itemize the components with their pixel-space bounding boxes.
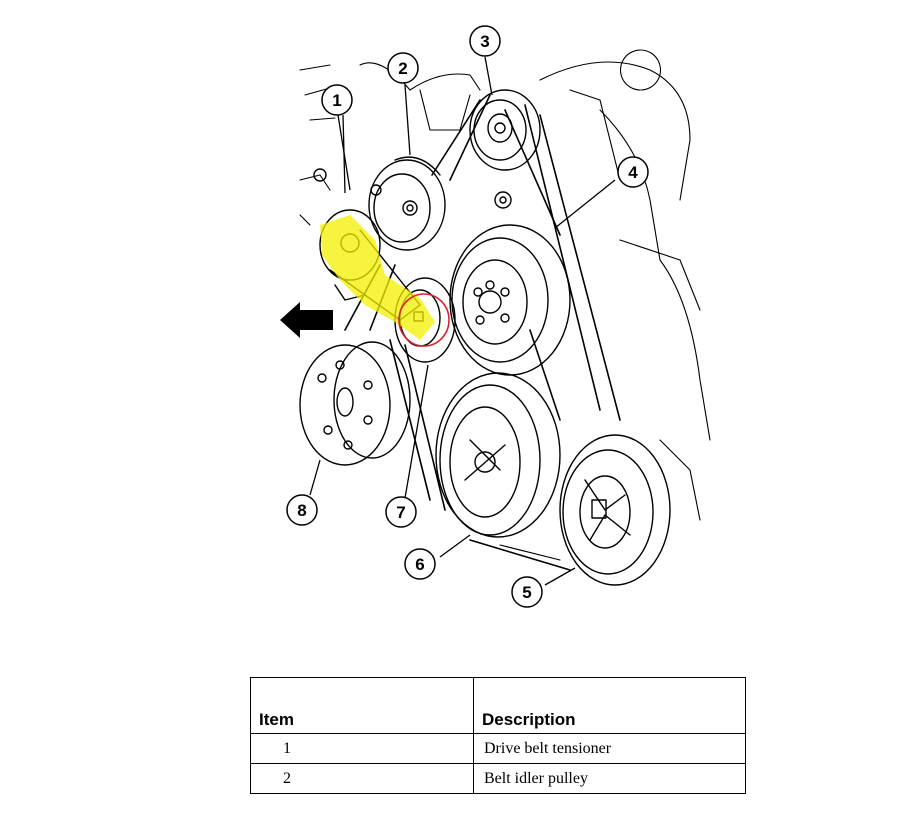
svg-text:3: 3 <box>480 32 489 51</box>
description-column-header: Description <box>473 677 746 734</box>
callout-2: 2 <box>387 52 419 84</box>
engine-outline <box>299 49 711 561</box>
svg-text:4: 4 <box>628 163 638 182</box>
pulley-6 <box>435 372 561 538</box>
svg-text:5: 5 <box>522 583 531 602</box>
table-row: 1 Drive belt tensioner <box>250 733 746 764</box>
callout-8: 8 <box>286 494 318 526</box>
parts-table: Item Description 1 Drive belt tensioner … <box>250 677 746 794</box>
belt-routing-diagram: 1 2 3 4 5 6 7 8 <box>280 25 711 608</box>
drive-belt <box>344 94 621 571</box>
callout-7: 7 <box>385 496 417 528</box>
svg-text:1: 1 <box>332 91 341 110</box>
callout-5: 5 <box>511 576 543 608</box>
svg-text:7: 7 <box>396 503 405 522</box>
item-description: Belt idler pulley <box>473 763 746 794</box>
table-row: 2 Belt idler pulley <box>250 763 746 794</box>
callout-3: 3 <box>469 25 501 57</box>
svg-text:6: 6 <box>415 555 424 574</box>
item-description: Drive belt tensioner <box>473 733 746 764</box>
leader-lines <box>309 56 616 586</box>
bolt <box>313 168 512 209</box>
pulley-5 <box>559 434 671 586</box>
item-number: 1 <box>250 733 474 764</box>
item-column-header: Item <box>250 677 474 734</box>
pulley-4 <box>449 224 571 376</box>
pulley-3 <box>469 89 541 171</box>
direction-arrow-icon <box>280 302 333 338</box>
pulley-8 <box>299 341 411 466</box>
tensioner-bolt-highlight <box>398 293 450 347</box>
svg-text:2: 2 <box>398 59 407 78</box>
tensioner-highlight <box>320 215 435 340</box>
item-number: 2 <box>250 763 474 794</box>
callout-4: 4 <box>617 156 649 188</box>
table-header-row: Item Description <box>250 677 746 734</box>
callout-6: 6 <box>404 548 436 580</box>
pulley-2-idler <box>368 156 446 251</box>
callout-1: 1 <box>321 84 353 116</box>
svg-text:8: 8 <box>297 501 306 520</box>
